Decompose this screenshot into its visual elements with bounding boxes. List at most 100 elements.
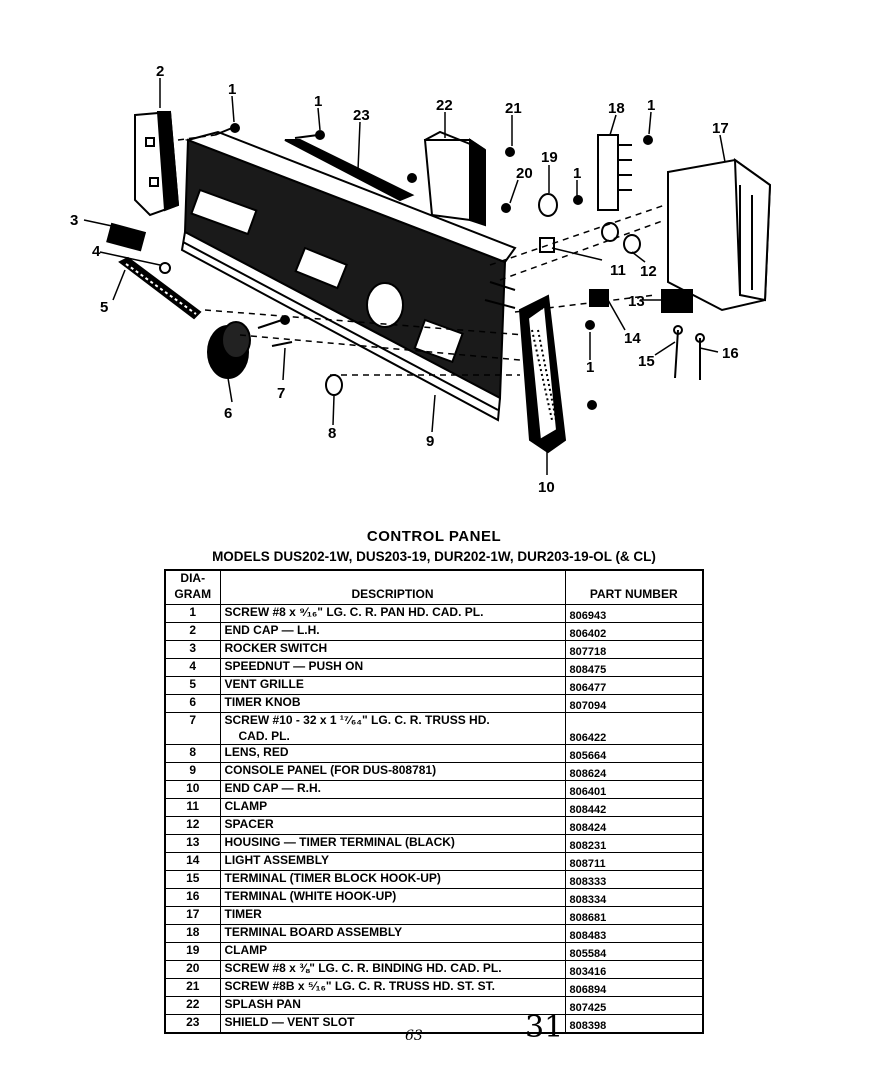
row-part-number: 807094	[564, 694, 703, 713]
row-description-text: VENT GRILLE	[224, 677, 304, 691]
row-description-text: TIMER KNOB	[224, 695, 301, 709]
callout-9: 9	[426, 433, 434, 450]
row-description: LENS, RED	[219, 744, 565, 763]
row-description-text: TERMINAL BOARD ASSEMBLY	[224, 925, 403, 939]
row-description-text: TERMINAL (WHITE HOOK-UP)	[224, 889, 397, 903]
page-subtitle: MODELS DUS202-1W, DUS203-19, DUR202-1W, …	[212, 549, 656, 564]
row-description: END CAP — R.H.	[219, 780, 565, 799]
row-part-number: 808333	[564, 870, 703, 889]
timer-knob-drawing	[207, 321, 251, 379]
callout-11: 11	[610, 262, 626, 279]
row-description-continued: CAD. PL.	[238, 728, 290, 743]
row-description-text: SCREW #8 x ⁹⁄₁₆" LG. C. R. PAN HD. CAD. …	[224, 605, 484, 619]
row-description: TIMER	[219, 906, 565, 925]
row-diagram-number: 23	[164, 1014, 220, 1034]
table-row: 1 SCREW #8 x ⁹⁄₁₆" LG. C. R. PAN HD. CAD.…	[164, 604, 703, 623]
callout-1: 1	[586, 359, 594, 376]
callout-7: 7	[277, 385, 285, 402]
row-description-text: END CAP — R.H.	[224, 781, 321, 795]
row-description: LIGHT ASSEMBLY	[219, 852, 565, 871]
row-part-number: 805584	[564, 942, 703, 961]
row-description: TERMINAL (WHITE HOOK-UP)	[219, 888, 565, 907]
callout-23: 23	[353, 107, 370, 124]
callout-21: 21	[505, 100, 522, 117]
exploded-parts-diagram: 2 1 1 23 22 21 18 1 17 19 1 20 3 4 5 1 1…	[70, 63, 772, 496]
callout-16: 16	[722, 345, 739, 362]
row-description-text: TERMINAL (TIMER BLOCK HOOK-UP)	[224, 871, 441, 885]
row-diagram-number: 4	[164, 658, 220, 677]
callout-13: 13	[628, 293, 645, 310]
row-description-text: ROCKER SWITCH	[224, 641, 328, 655]
row-diagram-number: 18	[164, 924, 220, 943]
row-part-number: 806894	[564, 978, 703, 997]
row-description-text: SPEEDNUT — PUSH ON	[224, 659, 364, 673]
header-part-number: PART NUMBER	[564, 570, 703, 605]
callout-8: 8	[328, 425, 336, 442]
row-description-text: SCREW #8B x ⁵⁄₁₆" LG. C. R. TRUSS HD. ST…	[224, 979, 495, 993]
row-description: END CAP — L.H.	[219, 622, 565, 641]
table-row: 15 TERMINAL (TIMER BLOCK HOOK-UP) 808333	[164, 870, 703, 889]
callout-22: 22	[436, 97, 453, 114]
terminal-board-drawing	[597, 134, 632, 211]
row-description: SPEEDNUT — PUSH ON	[219, 658, 565, 677]
row-part-number: 808624	[564, 762, 703, 781]
page-number: 31	[525, 1010, 564, 1045]
row-diagram-number: 5	[164, 676, 220, 695]
splash-pan-drawing	[423, 130, 486, 227]
row-description: SCREW #8 x ⅜" LG. C. R. BINDING HD. CAD.…	[219, 960, 565, 979]
vent-grille-drawing	[118, 256, 202, 320]
row-part-number: 807425	[564, 996, 703, 1015]
callout-5: 5	[100, 299, 108, 316]
row-diagram-number: 19	[164, 942, 220, 961]
row-diagram-number: 10	[164, 780, 220, 799]
callout-18: 18	[608, 100, 625, 117]
callout-1: 1	[314, 93, 322, 110]
row-diagram-number: 11	[164, 798, 220, 817]
row-description-text: TIMER	[224, 907, 262, 921]
row-description: VENT GRILLE	[219, 676, 565, 695]
callout-1: 1	[573, 165, 581, 182]
callout-20: 20	[516, 165, 533, 182]
row-diagram-number: 15	[164, 870, 220, 889]
row-description-text: SPACER	[224, 817, 274, 831]
row-part-number: 806477	[564, 676, 703, 695]
row-description: SCREW #10 - 32 x 1 ¹⁷⁄₆₄" LG. C. R. TRUS…	[219, 712, 565, 745]
callout-12: 12	[640, 263, 657, 280]
end-cap-rh-drawing	[518, 294, 567, 454]
row-part-number: 805664	[564, 744, 703, 763]
row-diagram-number: 12	[164, 816, 220, 835]
callout-17: 17	[712, 120, 729, 137]
row-diagram-number: 20	[164, 960, 220, 979]
row-diagram-number: 13	[164, 834, 220, 853]
row-diagram-number: 1	[164, 604, 220, 623]
callout-1: 1	[647, 97, 655, 114]
row-diagram-number: 22	[164, 996, 220, 1015]
row-part-number: 808442	[564, 798, 703, 817]
callout-2: 2	[156, 63, 164, 80]
header-description: DESCRIPTION	[219, 570, 565, 605]
table-row: 5 VENT GRILLE 806477	[164, 676, 703, 695]
callout-6: 6	[224, 405, 232, 422]
row-description: TIMER KNOB	[219, 694, 565, 713]
callout-15: 15	[638, 353, 655, 370]
row-description: HOUSING — TIMER TERMINAL (BLACK)	[219, 834, 565, 853]
row-part-number: 808475	[564, 658, 703, 677]
row-diagram-number: 9	[164, 762, 220, 781]
header-diagram-line1: DIA-	[180, 571, 206, 585]
